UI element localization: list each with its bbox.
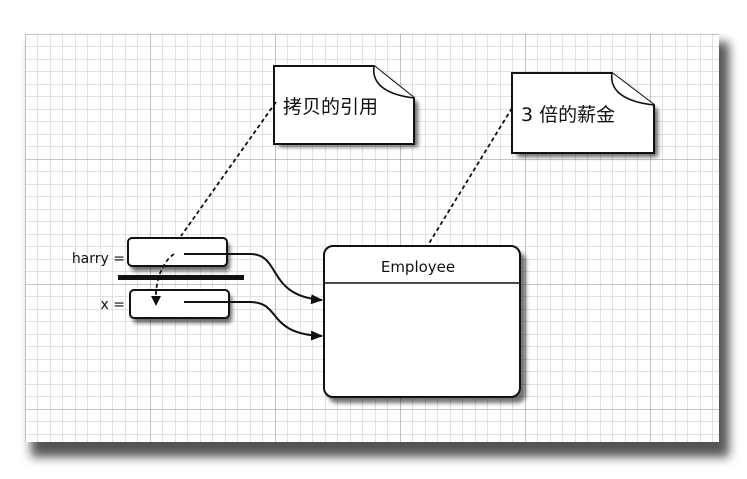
note-salary-text: 3 倍的薪金	[521, 104, 615, 126]
separator-bar	[118, 275, 244, 280]
employee-class-name: Employee	[381, 258, 455, 276]
x-reference-arrow	[184, 301, 323, 341]
harry-reference-box	[127, 237, 228, 267]
x-reference-box	[129, 289, 230, 319]
harry-label: harry =	[72, 251, 125, 267]
note-copy-reference: 拷贝的引用	[273, 65, 418, 147]
note-copy-fold	[372, 65, 415, 99]
copy-dashed-arrow	[155, 253, 175, 301]
employee-object-box: Employee	[323, 245, 521, 398]
note-salary-leader	[427, 107, 513, 246]
note-salary-fold	[610, 72, 655, 106]
note-triple-salary: 3 倍的薪金	[511, 72, 658, 157]
note-copy-leader	[180, 101, 277, 237]
x-label: x =	[101, 297, 125, 313]
note-copy-text: 拷贝的引用	[283, 96, 378, 118]
copy-arrowhead	[151, 296, 161, 306]
harry-reference-arrow	[184, 253, 323, 305]
